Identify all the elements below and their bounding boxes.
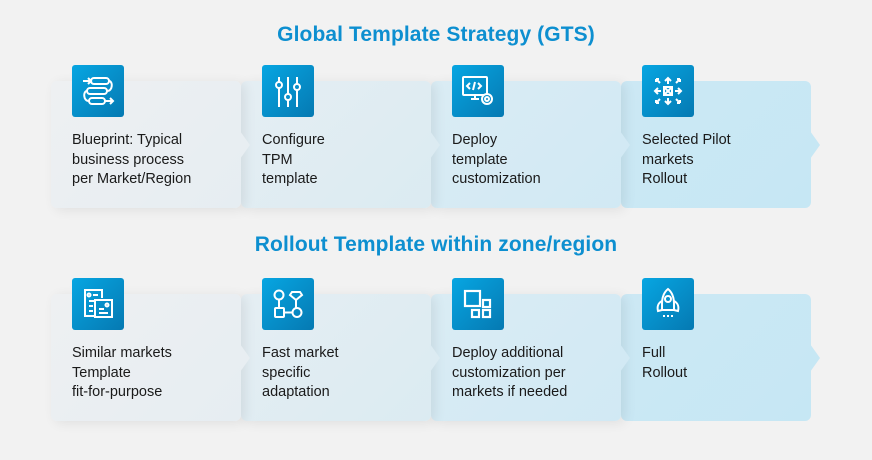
expand-arrows-icon: [642, 65, 694, 117]
step-label: Configure TPM template: [262, 132, 325, 187]
step-similar-markets: Similar markets Template fit-for-purpose: [51, 278, 250, 421]
step-label: Deploy template customization: [452, 132, 541, 187]
rollout-process-row: Similar markets Template fit-for-purpose…: [51, 278, 821, 421]
section-title-gts: Global Template Strategy (GTS): [277, 23, 595, 46]
rocket-icon: [642, 278, 694, 330]
step-deploy-template: Deploy template customization: [431, 65, 630, 208]
step-full-rollout: Full Rollout: [621, 278, 820, 421]
step-label: Blueprint: Typical business process per …: [72, 132, 192, 187]
section-title-rollout: Rollout Template within zone/region: [254, 233, 618, 256]
process-flow-icon: [72, 65, 124, 117]
gts-process-row: Blueprint: Typical business process per …: [51, 65, 821, 208]
step-label: Fast market specific adaptation: [262, 345, 339, 400]
chevron-connector: [620, 343, 630, 372]
workflow-shapes-icon: [262, 278, 314, 330]
chevron-connector: [240, 343, 250, 372]
chevron-connector: [810, 130, 820, 159]
sliders-icon: [262, 65, 314, 117]
step-label: Selected Pilot markets Rollout: [642, 132, 731, 187]
monitor-code-gear-icon: [452, 65, 504, 117]
step-blueprint: Blueprint: Typical business process per …: [51, 65, 250, 208]
documents-form-icon: [72, 278, 124, 330]
step-fast-adaptation: Fast market specific adaptation: [241, 278, 440, 421]
step-label: Deploy additional customization per mark…: [452, 345, 568, 400]
step-configure: Configure TPM template: [241, 65, 440, 208]
step-label: Full Rollout: [642, 345, 688, 381]
chevron-connector: [430, 130, 440, 159]
step-label: Similar markets Template fit-for-purpose: [72, 345, 172, 400]
step-pilot-rollout: Selected Pilot markets Rollout: [621, 65, 820, 208]
chevron-connector: [810, 343, 820, 372]
chevron-connector: [430, 343, 440, 372]
modules-grid-icon: [452, 278, 504, 330]
chevron-connector: [240, 130, 250, 159]
chevron-connector: [620, 130, 630, 159]
step-deploy-additional: Deploy additional customization per mark…: [431, 278, 630, 421]
